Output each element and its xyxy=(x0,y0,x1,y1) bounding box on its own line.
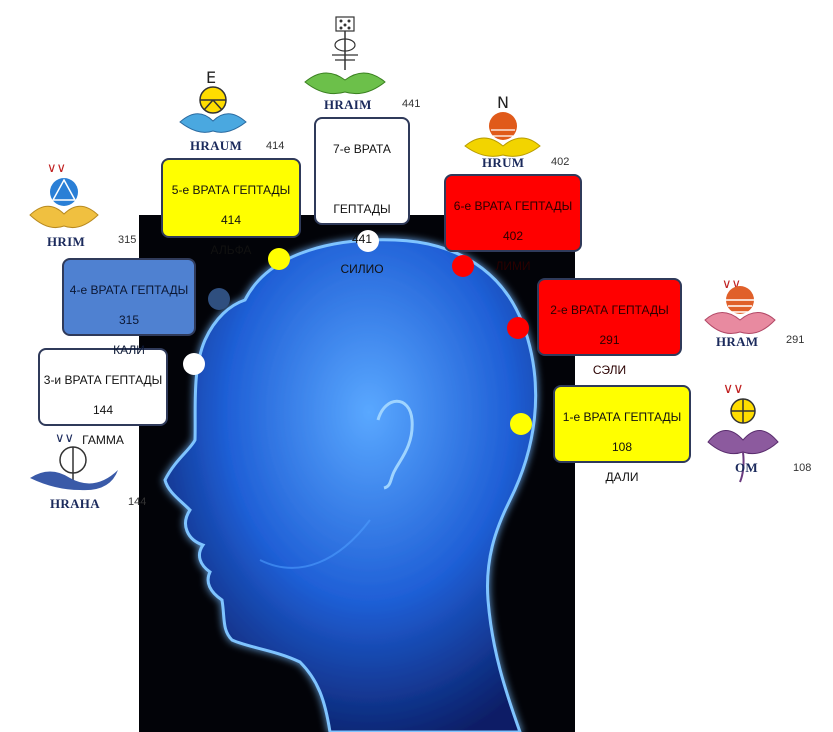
mantra-label-hrum: HRUM xyxy=(482,155,525,170)
gate-name: ДАЛИ xyxy=(605,470,639,484)
gate-box-3: 3-и ВРАТА ГЕПТАДЫ 144 ГАММА xyxy=(38,348,168,447)
gate-name: ГАММА xyxy=(82,433,124,447)
gate-title: 1-е ВРАТА ГЕПТАДЫ xyxy=(562,410,682,424)
gate-number: 414 xyxy=(220,213,242,227)
gate-box-1: 1-е ВРАТА ГЕПТАДЫ 108 ДАЛИ xyxy=(553,385,691,484)
mantra-label-hraum: HRAUM xyxy=(190,138,243,153)
gate-box-5: 5-е ВРАТА ГЕПТАДЫ 414 АЛЬФА xyxy=(161,158,301,257)
mantra-number-hrim: 315 xyxy=(118,234,137,246)
head-shape xyxy=(163,238,538,732)
gate-number: 315 xyxy=(118,313,140,327)
mantra-number-hraha: 144 xyxy=(128,496,147,508)
gate-title: 7-е ВРАТА xyxy=(333,142,391,156)
gate-box-4: 4-е ВРАТА ГЕПТАДЫ 315 КАЛИ xyxy=(62,258,196,357)
gate-title: 4-е ВРАТА ГЕПТАДЫ xyxy=(69,283,189,297)
gate-name: ЛИМИ xyxy=(495,259,531,273)
gate-number: 402 xyxy=(502,229,524,243)
mantra-number-om: 108 xyxy=(793,462,812,474)
gate-number: 108 xyxy=(611,440,633,454)
gate-title: 5-е ВРАТА ГЕПТАДЫ xyxy=(171,183,291,197)
mantra-label-hrim: HRIM xyxy=(47,234,86,249)
mantra-label-hraha: HRAHA xyxy=(50,496,100,511)
mantra-label-hram: HRAM xyxy=(716,334,759,349)
gate-title: 6-е ВРАТА ГЕПТАДЫ xyxy=(453,199,573,213)
gate-box-2: 2-е ВРАТА ГЕПТАДЫ 291 СЭЛИ xyxy=(537,278,682,377)
gate-box-6: 6-е ВРАТА ГЕПТАДЫ 402 ЛИМИ xyxy=(444,174,582,273)
gate-spacer xyxy=(316,172,408,187)
mantra-number-hrum: 402 xyxy=(551,156,570,168)
mantra-number-hraim: 441 xyxy=(402,98,421,110)
gate-name: СЭЛИ xyxy=(592,363,627,377)
gate-dot-3 xyxy=(183,353,205,375)
gate-number: 291 xyxy=(599,333,620,347)
gate-dot-6 xyxy=(452,255,474,277)
gate-name: КАЛИ xyxy=(113,343,145,357)
gate-number: 441 xyxy=(351,232,373,246)
gate-dot-4 xyxy=(208,288,230,310)
gate-dot-5 xyxy=(268,248,290,270)
gate-box-7: 7-е ВРАТА ГЕПТАДЫ 441 СИЛИО xyxy=(314,117,410,276)
ear-icon xyxy=(376,399,414,490)
mantra-number-hraum: 414 xyxy=(266,140,285,152)
mantra-number-hram: 291 xyxy=(786,334,805,346)
mantra-label-om: OM xyxy=(735,460,758,475)
gate-title-2: ГЕПТАДЫ xyxy=(333,202,391,216)
gate-dot-2 xyxy=(507,317,529,339)
mantra-label-hraim: HRAIM xyxy=(324,97,372,112)
gate-title: 2-е ВРАТА ГЕПТАДЫ xyxy=(550,303,669,317)
gate-name: АЛЬФА xyxy=(210,243,252,257)
gate-name: СИЛИО xyxy=(340,262,384,276)
gate-dot-7 xyxy=(357,230,379,252)
jaw-line xyxy=(259,519,371,569)
gate-dot-1 xyxy=(510,413,532,435)
gate-title: 3-и ВРАТА ГЕПТАДЫ xyxy=(43,373,163,387)
gate-number: 144 xyxy=(92,403,114,417)
